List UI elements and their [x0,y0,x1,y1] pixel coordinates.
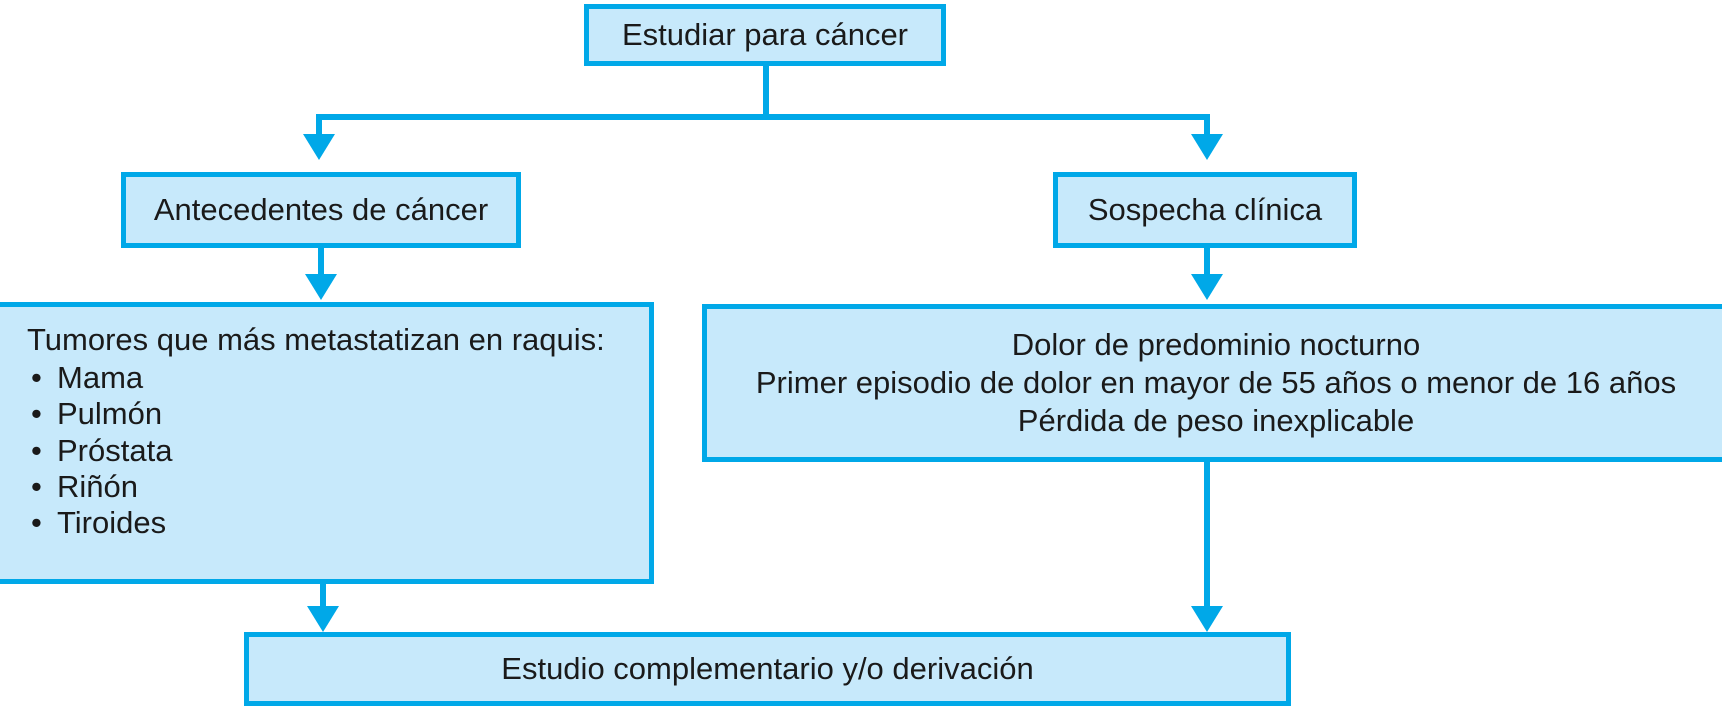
list-item: Próstata [31,433,649,470]
connector-drop-left [316,114,322,140]
metastatic-tumors-list: Mama Pulmón Próstata Riñón Tiroides [0,360,649,542]
node-complementary-study-label: Estudio complementario y/o derivación [501,651,1034,687]
node-study-for-cancer: Estudiar para cáncer [584,4,946,66]
node-study-for-cancer-label: Estudiar para cáncer [621,17,909,53]
node-cancer-history: Antecedentes de cáncer [121,172,521,248]
node-metastatic-tumors: Tumores que más metastatizan en raquis: … [0,302,654,584]
node-complementary-study: Estudio complementario y/o derivación [244,632,1291,706]
connector-tumors-to-workup [320,584,326,612]
node-cancer-history-label: Antecedentes de cáncer [153,192,489,228]
list-item: Pulmón [31,396,649,433]
list-item: Tiroides [31,505,649,542]
arrowhead-to-redflags [1191,274,1223,300]
node-red-flags-label: Dolor de predominio nocturno Primer epis… [755,327,1677,438]
arrowhead-tumors-to-workup [307,606,339,632]
connector-history-to-tumors [318,248,324,280]
connector-drop-right [1204,114,1210,140]
connector-root-stem [763,66,769,120]
node-red-flags: Dolor de predominio nocturno Primer epis… [702,304,1722,462]
node-clinical-suspicion-label: Sospecha clínica [1087,192,1323,228]
connector-split-bar [316,114,1210,120]
list-item: Mama [31,360,649,397]
arrowhead-to-suspicion [1191,134,1223,160]
arrowhead-redflags-to-workup [1191,606,1223,632]
node-clinical-suspicion: Sospecha clínica [1053,172,1357,248]
connector-suspicion-to-redflags [1204,248,1210,280]
arrowhead-to-tumors [305,274,337,300]
arrowhead-to-history [303,134,335,160]
list-item: Riñón [31,469,649,506]
connector-redflags-to-workup [1204,462,1210,612]
node-metastatic-tumors-title: Tumores que más metastatizan en raquis: [27,322,605,357]
